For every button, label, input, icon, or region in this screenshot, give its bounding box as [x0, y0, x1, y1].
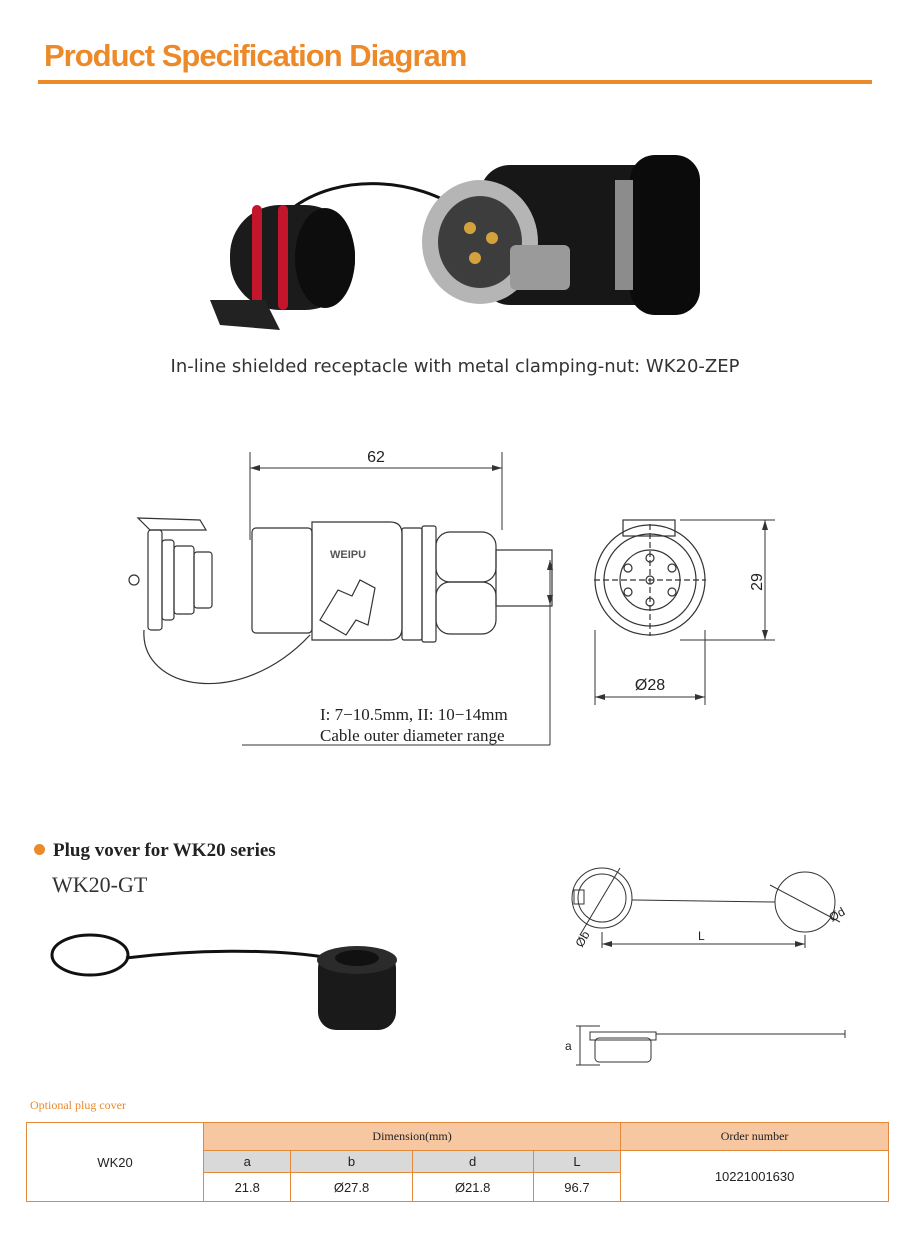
column-header-d: d	[411, 1150, 534, 1173]
dim-label-b: Øb	[572, 928, 592, 949]
column-header-b: b	[290, 1150, 413, 1173]
order-header: Order number	[620, 1122, 889, 1151]
plug-cover-heading-text: Plug vover for WK20 series	[53, 840, 276, 861]
plug-cover-drawing: Øb Ød L a	[565, 867, 848, 1066]
dim-label-L: L	[698, 929, 705, 943]
dim-label-a: a	[565, 1039, 572, 1053]
page-title: Product Specification Diagram	[44, 38, 467, 73]
dim-label-d: Ød	[827, 904, 848, 924]
receptacle-outline	[251, 521, 553, 643]
order-number-cell: 10221001630	[620, 1150, 889, 1202]
length-dimension-label: 62	[367, 449, 385, 466]
plug-cover-heading: Plug vover for WK20 series	[34, 840, 276, 862]
plug-cover-model: WK20-GT	[52, 872, 148, 897]
front-view-outline	[594, 519, 706, 636]
cable-range-caption: Cable outer diameter range	[320, 726, 505, 745]
cap-outline	[128, 517, 311, 685]
spec-table: WK20 Dimension(mm) Order number a b d L …	[26, 1122, 889, 1202]
dimension-header: Dimension(mm)	[202, 1122, 622, 1151]
plug-cover-photo	[50, 933, 397, 1030]
dust-cap-illustration	[210, 205, 355, 330]
product-photo	[210, 155, 700, 330]
table-caption: Optional plug cover	[30, 1098, 126, 1112]
bullet-icon	[34, 844, 45, 855]
title-underline	[38, 80, 872, 84]
value-a: 21.8	[202, 1172, 292, 1202]
height-dimension-label: 29	[749, 573, 766, 591]
column-header-L: L	[532, 1150, 622, 1173]
technical-drawing: 62 WEIPU I: 7−10.5mm, II: 10−14mm Cable …	[128, 449, 775, 746]
diameter-dimension-label: Ø28	[635, 677, 665, 694]
value-L: 96.7	[532, 1172, 622, 1202]
cable-range-text: I: 7−10.5mm, II: 10−14mm	[320, 705, 508, 724]
column-header-a: a	[202, 1150, 292, 1173]
receptacle-illustration	[422, 155, 700, 315]
brand-mark: WEIPU	[330, 549, 366, 561]
product-caption: In-line shielded receptacle with metal c…	[170, 356, 740, 377]
value-d: Ø21.8	[411, 1172, 534, 1202]
value-b: Ø27.8	[290, 1172, 413, 1202]
table-model-cell: WK20	[26, 1122, 204, 1202]
